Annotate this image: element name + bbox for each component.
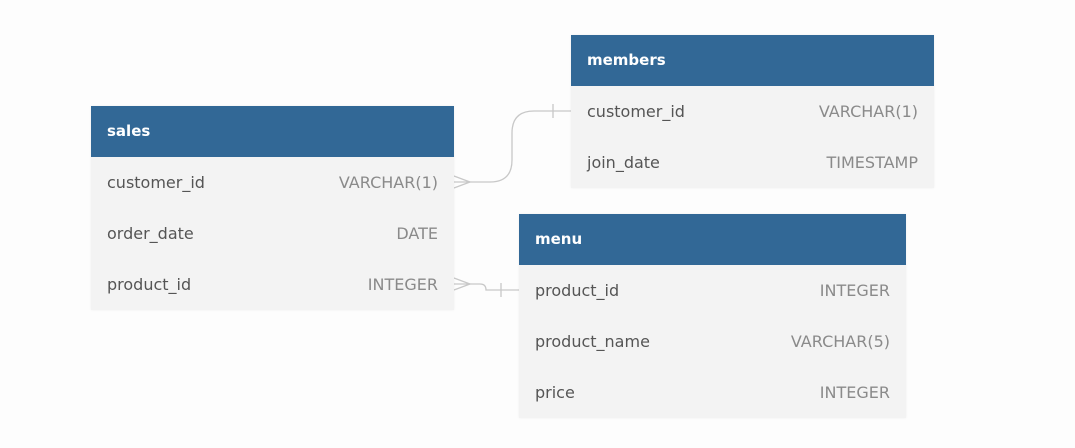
column-row-menu-product-name[interactable]: product_name VARCHAR(5) xyxy=(519,316,906,367)
table-header-members[interactable]: members xyxy=(571,35,934,86)
table-header-sales[interactable]: sales xyxy=(91,106,454,157)
table-sales[interactable]: sales customer_id VARCHAR(1) order_date … xyxy=(91,106,454,310)
column-name: order_date xyxy=(107,224,194,243)
crows-foot-many-icon xyxy=(453,175,472,189)
column-name: price xyxy=(535,383,575,402)
table-header-menu[interactable]: menu xyxy=(519,214,906,265)
column-name: customer_id xyxy=(587,102,685,121)
table-members[interactable]: members customer_id VARCHAR(1) join_date… xyxy=(571,35,934,188)
column-name: product_id xyxy=(535,281,620,300)
column-row-members-customer-id[interactable]: customer_id VARCHAR(1) xyxy=(571,86,934,137)
column-type: VARCHAR(5) xyxy=(790,332,890,351)
column-type: INTEGER xyxy=(819,281,890,300)
crows-foot-many-icon xyxy=(453,277,472,291)
connector-line-sales-menu xyxy=(454,283,519,291)
column-type: INTEGER xyxy=(819,383,890,402)
table-menu[interactable]: menu product_id INTEGER product_name VAR… xyxy=(519,214,906,418)
column-row-sales-customer-id[interactable]: customer_id VARCHAR(1) xyxy=(91,157,454,208)
connector-line-sales-members xyxy=(454,110,571,183)
column-row-menu-price[interactable]: price INTEGER xyxy=(519,367,906,418)
column-type: DATE xyxy=(396,224,438,243)
relationship-sales-menu[interactable] xyxy=(453,277,519,297)
column-type: TIMESTAMP xyxy=(826,153,919,172)
column-name: product_name xyxy=(535,332,650,351)
column-name: customer_id xyxy=(107,173,205,192)
column-type: VARCHAR(1) xyxy=(338,173,438,192)
column-row-menu-product-id[interactable]: product_id INTEGER xyxy=(519,265,906,316)
column-row-sales-order-date[interactable]: order_date DATE xyxy=(91,208,454,259)
column-name: product_id xyxy=(107,275,192,294)
column-row-members-join-date[interactable]: join_date TIMESTAMP xyxy=(571,137,934,188)
column-type: VARCHAR(1) xyxy=(818,102,918,121)
column-type: INTEGER xyxy=(367,275,438,294)
column-row-sales-product-id[interactable]: product_id INTEGER xyxy=(91,259,454,310)
relationship-sales-members[interactable] xyxy=(453,104,571,189)
column-name: join_date xyxy=(587,153,660,172)
